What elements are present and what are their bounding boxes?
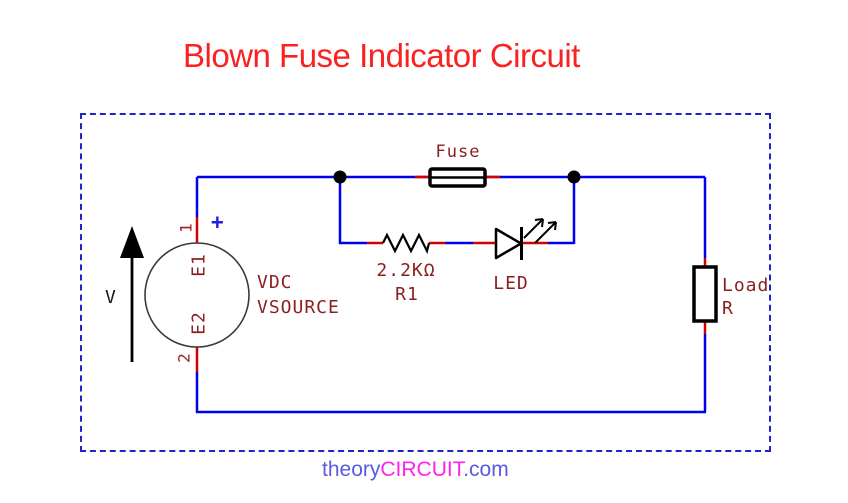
source-name-label: VSOURCE bbox=[257, 297, 340, 318]
voltage-arrow-label: V bbox=[105, 287, 116, 308]
plus-sign: + bbox=[211, 210, 224, 234]
load-resistor-symbol bbox=[692, 265, 718, 323]
source-value-label: VDC bbox=[257, 272, 293, 293]
junction-dot-right bbox=[567, 170, 581, 184]
source-pin-e1-label: E1 bbox=[188, 253, 210, 277]
load-ref-label: R bbox=[722, 298, 734, 319]
voltage-source-symbol bbox=[144, 242, 250, 348]
wire-branch-left bbox=[338, 177, 367, 245]
resistor-value-label: 2.2KΩ bbox=[376, 260, 436, 281]
watermark-circuit: CIRCUIT bbox=[380, 458, 464, 481]
wires bbox=[195, 175, 707, 414]
load-name-label: Load bbox=[722, 275, 770, 296]
led-emission-arrows-icon bbox=[523, 218, 557, 244]
resistor-symbol bbox=[382, 232, 431, 255]
voltage-arrow-icon bbox=[120, 226, 144, 362]
watermark: theoryCIRCUIT.com bbox=[322, 458, 509, 482]
watermark-com: .com bbox=[463, 458, 509, 481]
schematic-border bbox=[80, 113, 771, 452]
resistor-ref-label: R1 bbox=[395, 284, 419, 305]
page-title: Blown Fuse Indicator Circuit bbox=[183, 37, 580, 74]
watermark-theory: theory bbox=[322, 458, 381, 481]
source-pin-e2-label: E2 bbox=[188, 311, 210, 335]
led-label: LED bbox=[493, 273, 529, 294]
junction-dot-left bbox=[333, 170, 347, 184]
source-pin-number-1: 1 bbox=[176, 223, 196, 233]
led-symbol bbox=[494, 218, 557, 260]
source-pin-number-2: 2 bbox=[174, 353, 194, 363]
fuse-symbol bbox=[428, 167, 487, 188]
fuse-label: Fuse bbox=[435, 142, 481, 162]
wire-branch-right bbox=[548, 177, 576, 245]
